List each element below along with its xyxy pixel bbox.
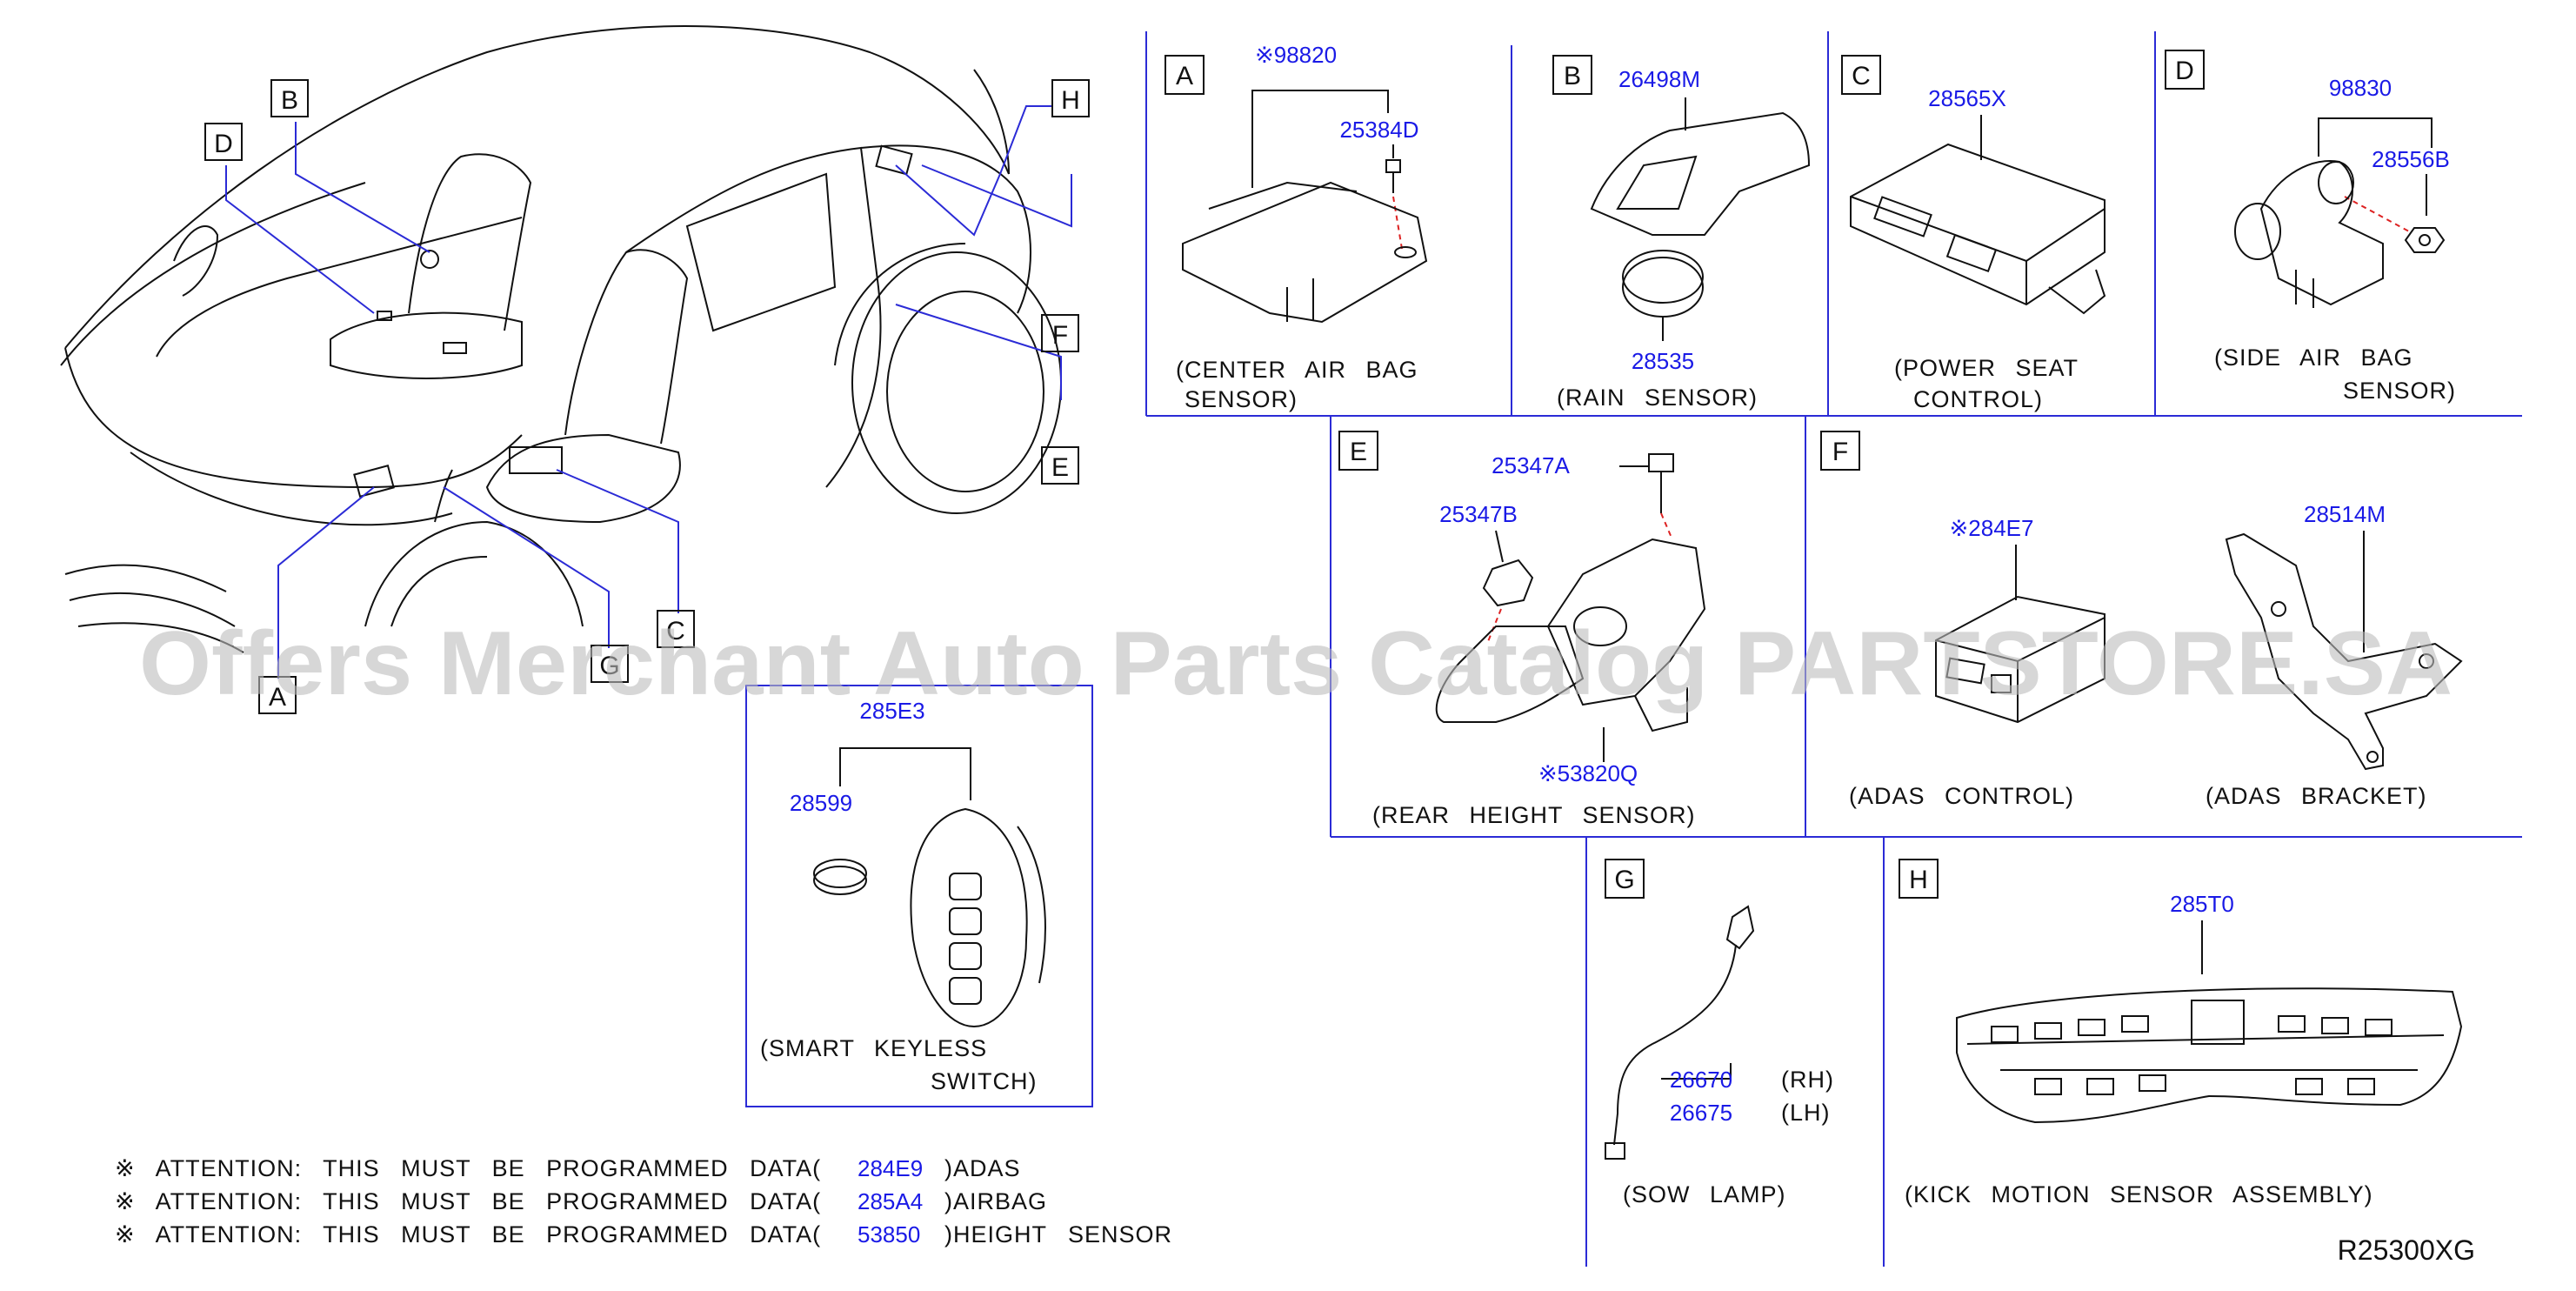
panel-a-letter: A: [1176, 62, 1193, 90]
caption-c-2: CONTROL): [1913, 386, 2043, 412]
panel-smart-keyless: 285E3 28599 (SMART KEYLESS SWITCH): [745, 685, 1093, 1107]
caption-c-1: (POWER SEAT: [1894, 355, 2079, 381]
caption-f-2: (ADAS BRACKET): [2206, 783, 2427, 809]
panel-b-letter: B: [1564, 62, 1581, 90]
part-26675: 26675: [1670, 1100, 1732, 1126]
caption-b: (RAIN SENSOR): [1557, 385, 1758, 411]
part-284E7: ※284E7: [1950, 515, 2034, 541]
panel-e: E 25347A 25347B ※53820Q (REAR HEIGHT SEN…: [1338, 431, 1706, 828]
attention-3-text: ※ ATTENTION: THIS MUST BE PROGRAMMED DAT…: [115, 1221, 821, 1248]
caption-smart-keyless-2: SWITCH): [931, 1068, 1037, 1094]
part-28565X: 28565X: [1928, 85, 2006, 111]
panel-c-letter: C: [1852, 62, 1871, 90]
part-28535: 28535: [1632, 348, 1694, 374]
attention-3-suffix: )HEIGHT SENSOR: [944, 1221, 1172, 1248]
caption-d-1: (SIDE AIR BAG: [2214, 344, 2413, 371]
caption-e: (REAR HEIGHT SENSOR): [1372, 802, 1696, 828]
height-sensor-link-shape: [1435, 625, 1585, 723]
part-26498M: 26498M: [1618, 66, 1700, 92]
center-air-bag-sensor-shape: [1182, 181, 1428, 324]
attention-1-suffix: )ADAS: [944, 1155, 1021, 1181]
watermark: Offers Merchant Auto Parts Catalog PARTS…: [139, 613, 2453, 714]
drawing-number: R25300XG: [2338, 1234, 2475, 1266]
callout-b: B: [281, 86, 298, 115]
callout-c: C: [666, 617, 685, 646]
panel-c: C 28565X (POWER SEAT CONTROL): [1841, 55, 2106, 412]
vehicle-overview: B D H F E A G C: [60, 25, 1090, 714]
adas-bracket-shape: [2225, 532, 2463, 771]
panel-h: H 285T0 (KICK MOTION SENSOR ASSEMBLY): [1899, 859, 2463, 1207]
part-28514M: 28514M: [2304, 501, 2386, 527]
callout-box-g: [591, 645, 629, 683]
panel-h-letter: H: [1909, 866, 1928, 894]
panel-d-letter: D: [2175, 57, 2194, 85]
callout-box-a: [258, 676, 297, 714]
panel-f: F ※284E7 28514M (ADAS CONTROL) (ADAS BRA…: [1820, 431, 2463, 809]
caption-a-1: (CENTER AIR BAG: [1176, 357, 1418, 383]
caption-g: (SOW LAMP): [1623, 1181, 1786, 1207]
part-98830: 98830: [2329, 75, 2392, 101]
callout-e: E: [1051, 453, 1069, 482]
caption-a-2: SENSOR): [1185, 386, 1298, 412]
callout-box-d: [204, 123, 243, 161]
callout-box-h: [1051, 79, 1090, 117]
key-fob: [910, 807, 1028, 1028]
caption-d-2: SENSOR): [2343, 378, 2456, 404]
part-98820: ※98820: [1255, 42, 1337, 68]
adas-control-shape: [1935, 595, 2106, 724]
part-28599: 28599: [790, 790, 852, 816]
callout-box-b: [270, 79, 309, 117]
attention-2-suffix: )AIRBAG: [944, 1188, 1047, 1214]
callout-g: G: [599, 652, 619, 680]
callout-h: H: [1061, 86, 1080, 115]
panel-g-letter: G: [1614, 866, 1634, 894]
kick-motion-sensor-shape: [1956, 987, 2463, 1124]
panel-f-letter: F: [1832, 438, 1848, 466]
panel-d: D 98830 28556B (SIDE AIR BAG SENSOR): [2165, 50, 2456, 404]
part-26670: 26670: [1670, 1067, 1732, 1093]
height-sensor-body-shape: [1546, 538, 1706, 706]
callout-a: A: [269, 683, 286, 712]
part-28556B: 28556B: [2372, 146, 2450, 172]
attention-2-text: ※ ATTENTION: THIS MUST BE PROGRAMMED DAT…: [115, 1188, 821, 1214]
part-25384D: 25384D: [1339, 117, 1418, 143]
callout-f: F: [1052, 321, 1068, 350]
attention-notes: ※ ATTENTION: THIS MUST BE PROGRAMMED DAT…: [115, 1155, 1172, 1248]
power-seat-control-shape: [1850, 143, 2106, 306]
caption-smart-keyless-1: (SMART KEYLESS: [760, 1035, 987, 1061]
panel-g: G 26670 26675 (RH) (LH) (SOW LAMP): [1605, 859, 1834, 1207]
callout-box-e: [1041, 446, 1079, 485]
caption-f-1: (ADAS CONTROL): [1849, 783, 2074, 809]
part-285E3: 285E3: [859, 698, 924, 724]
side-air-bag-sensor-shape: [2259, 160, 2384, 306]
caption-h: (KICK MOTION SENSOR ASSEMBLY): [1905, 1181, 2373, 1207]
callout-box-c: [657, 610, 695, 648]
part-25347B: 25347B: [1439, 501, 1518, 527]
part-53820Q: ※53820Q: [1538, 760, 1638, 786]
sow-lamp-head-shape: [1725, 905, 1755, 950]
attention-1-text: ※ ATTENTION: THIS MUST BE PROGRAMMED DAT…: [115, 1155, 821, 1181]
panel-a: A ※98820 25384D (CENTER AIR BAG SENSOR): [1165, 42, 1428, 412]
part-25347A: 25347A: [1492, 452, 1570, 478]
part-285T0: 285T0: [2170, 891, 2234, 917]
callout-d: D: [214, 130, 233, 158]
rain-sensor-bracket-shape: [1590, 111, 1811, 236]
panel-grid: [1145, 31, 2522, 1267]
callout-box-f: [1041, 314, 1079, 352]
attention-3-code: 53850: [858, 1221, 920, 1248]
side-lh: (LH): [1781, 1100, 1831, 1126]
side-rh: (RH): [1781, 1067, 1834, 1093]
panel-b: B 26498M 28535 (RAIN SENSOR): [1552, 55, 1811, 411]
attention-1-code: 284E9: [858, 1155, 923, 1181]
panel-e-letter: E: [1350, 438, 1367, 466]
attention-2-code: 285A4: [858, 1188, 923, 1214]
